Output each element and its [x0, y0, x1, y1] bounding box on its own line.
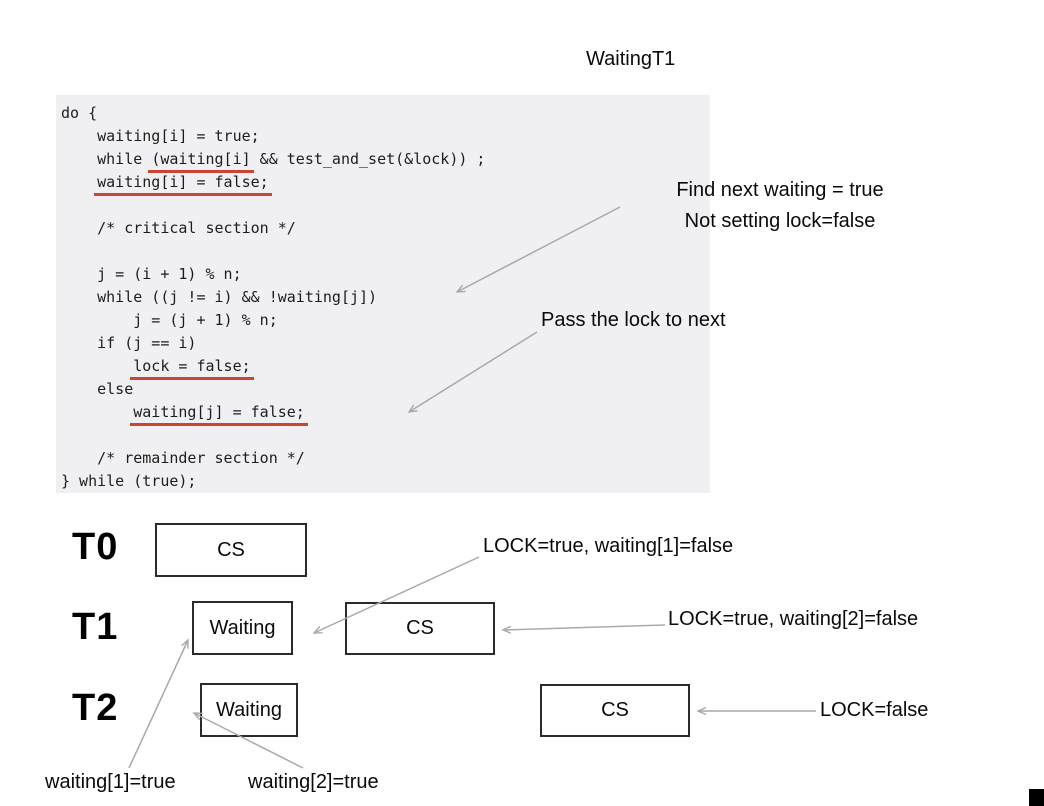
code-line — [61, 424, 710, 447]
annotation-find-next-line2: Not setting lock=false — [684, 210, 876, 232]
code-line: waiting[i] = false; — [61, 171, 710, 196]
box-t1-waiting: Waiting — [192, 601, 293, 655]
code-line: /* remainder section */ — [61, 447, 710, 470]
code-line — [61, 194, 710, 217]
arrow-waiting1-true-to-t1-waiting — [128, 640, 188, 769]
code-line: lock = false; — [61, 355, 710, 380]
box-t1-waiting-label: Waiting — [209, 616, 276, 639]
thread-label-t0: T0 — [72, 526, 119, 568]
code-segment — [61, 426, 70, 444]
callout-lock-true-waiting1-false: LOCK=true, waiting[1]=false — [483, 535, 734, 557]
callout-waiting2-true: waiting[2]=true — [248, 771, 379, 793]
box-t2-waiting-label: Waiting — [216, 698, 282, 721]
code-line: waiting[i] = true; — [61, 125, 710, 148]
code-segment — [61, 173, 97, 191]
code-line: while (waiting[i] && test_and_set(&lock)… — [61, 148, 710, 173]
annotation-find-next-line1: Find next waiting = true — [676, 179, 884, 201]
code-segment: /* remainder section */ — [61, 449, 305, 467]
code-segment: while — [61, 150, 152, 168]
code-line: } while (true); — [61, 470, 710, 493]
box-t2-waiting: Waiting — [200, 683, 298, 737]
callout-lock-true-waiting2-false: LOCK=true, waiting[2]=false — [668, 608, 919, 630]
code-line: do { — [61, 102, 710, 125]
code-line: /* critical section */ — [61, 217, 710, 240]
code-segment: && test_and_set(&lock)) ; — [250, 150, 486, 168]
annotation-pass-lock: Pass the lock to next — [541, 309, 726, 331]
page-title: WaitingT1 — [586, 48, 676, 70]
box-t0-cs: CS — [155, 523, 307, 577]
code-segment — [61, 403, 133, 421]
code-segment: else — [61, 380, 134, 398]
box-t2-cs-label: CS — [601, 699, 629, 721]
code-segment: } while (true); — [61, 472, 197, 490]
code-line: j = (j + 1) % n; — [61, 309, 710, 332]
callout-waiting1-true: waiting[1]=true — [45, 771, 176, 793]
code-line: else — [61, 378, 710, 401]
code-segment — [61, 357, 133, 375]
code-segment — [61, 196, 70, 214]
code-red-underline: waiting[j] = false; — [130, 403, 308, 426]
code-segment: while ((j != i) && !waiting[j]) — [61, 288, 378, 306]
box-t1-cs: CS — [345, 602, 495, 655]
callout-lock-false: LOCK=false — [820, 699, 929, 721]
code-segment: /* critical section */ — [61, 219, 296, 237]
code-line: if (j == i) — [61, 332, 710, 355]
black-corner-marker — [1029, 789, 1044, 806]
thread-label-t2: T2 — [72, 687, 119, 729]
code-red-underline: waiting[i] = false; — [94, 173, 272, 196]
code-segment: waiting[i] = true; — [61, 127, 260, 145]
code-line — [61, 240, 710, 263]
code-line: while ((j != i) && !waiting[j]) — [61, 286, 710, 309]
code-segment — [61, 242, 70, 260]
code-red-underline: (waiting[i] — [148, 150, 254, 173]
code-segment: j = (i + 1) % n; — [61, 265, 242, 283]
thread-label-t1: T1 — [72, 606, 119, 648]
box-t2-cs: CS — [540, 684, 690, 737]
box-t0-cs-label: CS — [217, 538, 245, 561]
code-line: waiting[j] = false; — [61, 401, 710, 426]
code-segment: if (j == i) — [61, 334, 197, 352]
code-red-underline: lock = false; — [130, 357, 254, 380]
code-segment: do { — [61, 104, 98, 122]
annotation-find-next: Find next waiting = true Not setting loc… — [648, 175, 912, 237]
arrow-lock-true-w2-to-t1-cs — [503, 624, 666, 630]
code-line: j = (i + 1) % n; — [61, 263, 710, 286]
code-block: do { waiting[i] = true; while (waiting[i… — [56, 95, 710, 493]
code-segment: j = (j + 1) % n; — [61, 311, 278, 329]
box-t1-cs-label: CS — [406, 617, 434, 639]
